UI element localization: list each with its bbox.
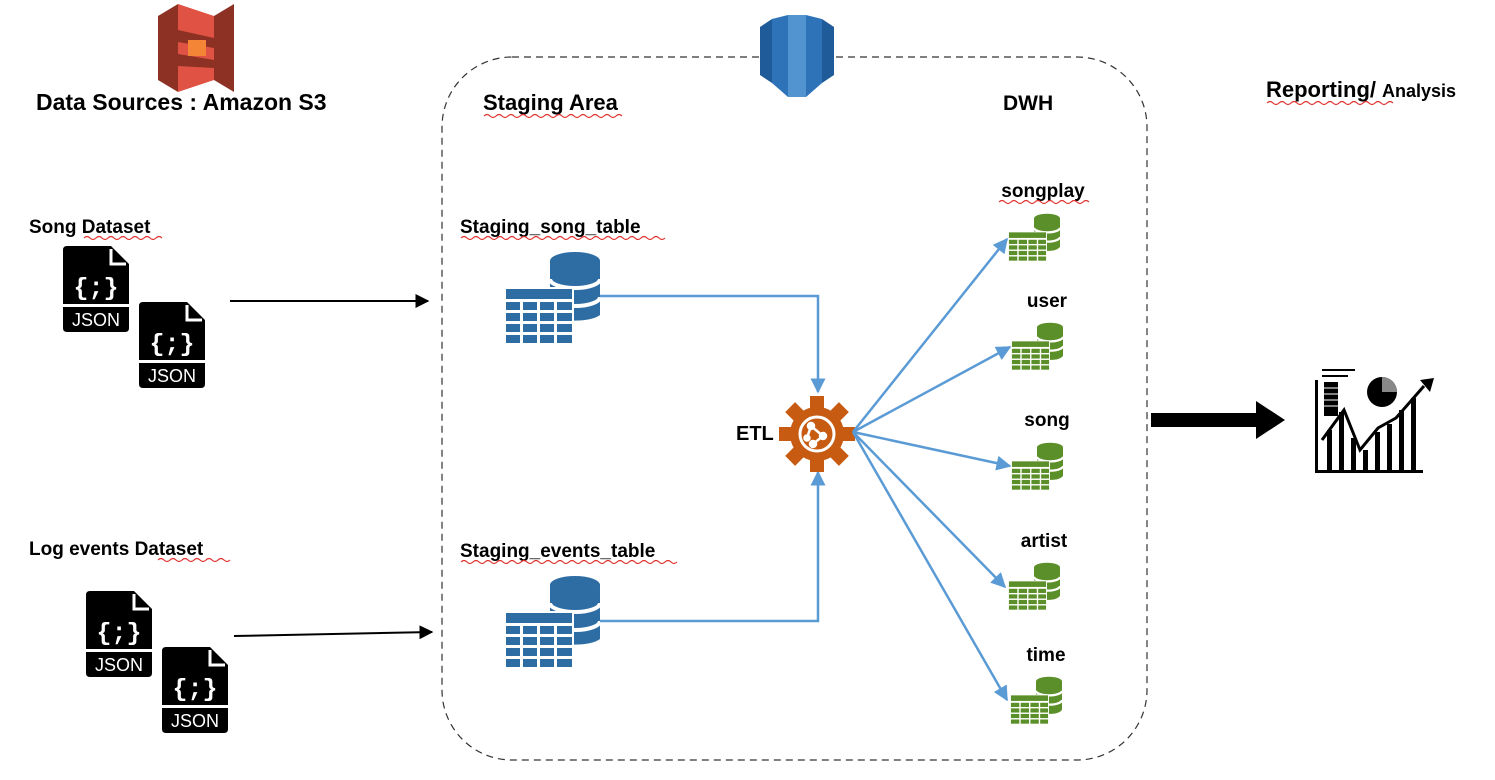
staging-events-to-etl-line [600,470,826,623]
staging-song-table-icon [504,251,600,343]
svg-text:{;}: {;} [172,675,217,704]
etl-to-songplay-line [852,237,1008,433]
log-dataset-label: Log events Dataset [29,539,204,560]
reporting-title: Reporting/Analysis [1266,77,1456,102]
dwh-table-label-time: time [1026,645,1065,666]
staging-song-table-label: Staging_song_table [460,217,641,238]
staging-events-table-icon [504,575,600,667]
spellcheck-underline [83,235,163,241]
svg-text:JSON: JSON [148,366,196,386]
spellcheck-underline [157,557,231,563]
amazon-s3-bucket-icon [158,4,234,92]
spellcheck-underline [460,235,666,241]
report-chart-icon [1315,369,1434,473]
svg-text:{;}: {;} [149,330,194,359]
events-load-arrow [233,625,434,640]
etl-label: ETL [736,423,774,445]
json-file-icon: {;} JSON [63,246,129,332]
etl-gear-icon [779,396,855,472]
dwh-table-icon-song [1011,441,1063,492]
staging-area-title: Staging Area [483,90,619,115]
json-file-icon: {;} JSON [162,647,228,733]
svg-text:{;}: {;} [96,619,141,648]
etl-to-user-line [852,345,1012,434]
dwh-table-icon-user [1011,321,1063,372]
dwh-table-icon-time [1010,675,1062,726]
etl-to-time-line [851,431,1009,702]
data-sources-title: Data Sources : Amazon S3 [36,89,327,115]
json-file-icon: {;} JSON [86,591,152,677]
reporting-title-sub: Analysis [1382,81,1456,101]
song-dataset-label: Song Dataset [29,217,151,238]
svg-text:JSON: JSON [171,711,219,731]
dwh-table-label-artist: artist [1021,531,1068,552]
etl-to-artist-line [852,431,1007,589]
dwh-table-label-user: user [1027,291,1068,312]
amazon-redshift-icon [760,15,834,97]
dwh-table-icon-artist [1008,561,1060,612]
dwh-title: DWH [1003,92,1053,115]
svg-text:JSON: JSON [95,655,143,675]
spellcheck-underline [998,199,1090,205]
reporting-title-main: Reporting/ [1266,77,1376,102]
spellcheck-underline [1266,100,1394,106]
svg-text:JSON: JSON [72,310,120,330]
staging-events-table-label: Staging_events_table [460,541,655,562]
reporting-arrow [1151,401,1285,439]
svg-text:{;}: {;} [73,274,118,303]
spellcheck-underline [483,113,623,119]
json-file-icon: {;} JSON [139,302,205,388]
etl-to-song-line [852,430,1012,471]
dwh-table-label-songplay: songplay [1001,181,1085,202]
dwh-table-icon-songplay [1008,212,1060,263]
dwh-table-label-song: song [1024,410,1069,431]
staging-song-to-etl-line [600,294,826,394]
spellcheck-underline [460,559,678,565]
etl-fanout-lines [851,237,1012,702]
